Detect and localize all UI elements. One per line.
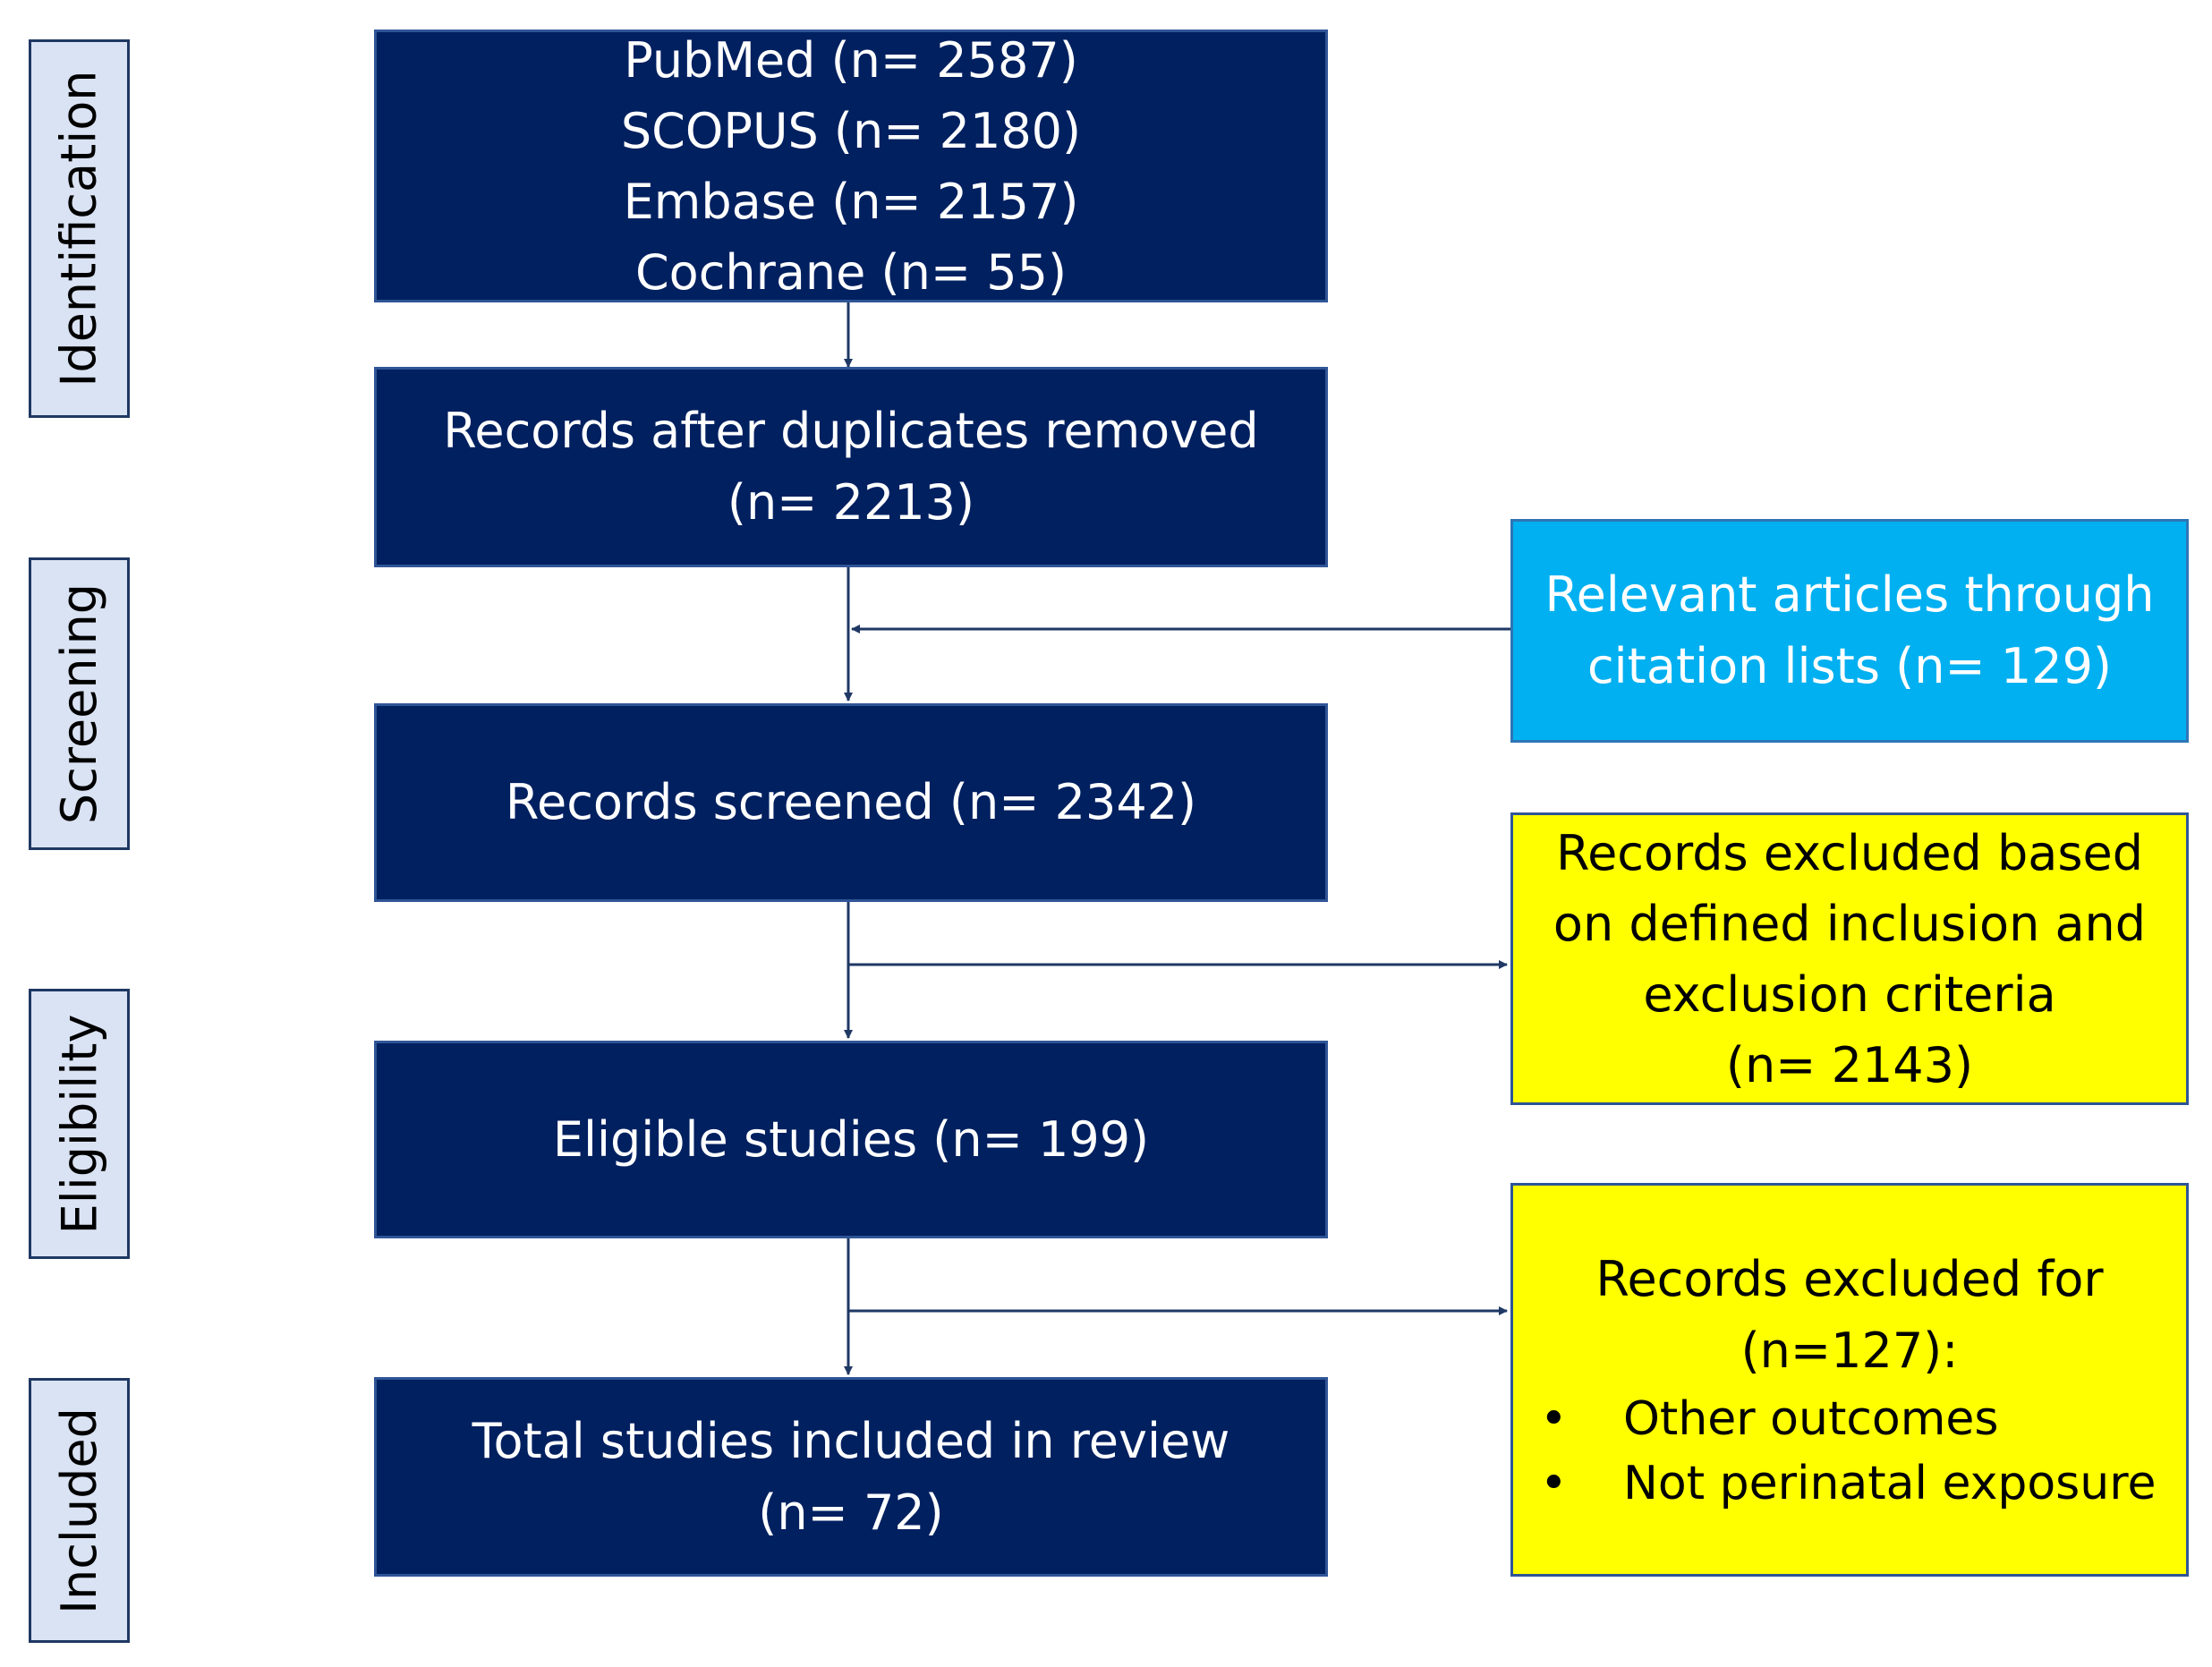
exclusion-reasons-list: Other outcomes Not perinatal exposure <box>1513 1387 2186 1516</box>
records-screened-box: Records screened (n= 2342) <box>374 703 1328 902</box>
excluded-for-count: (n=127): <box>1740 1323 1959 1379</box>
eligible-studies-box: Eligible studies (n= 199) <box>374 1041 1328 1238</box>
citation-lists-line: Relevant articles through <box>1544 566 2155 623</box>
eligible-studies-label: Eligible studies (n= 199) <box>552 1110 1150 1168</box>
excluded-for-label: Records excluded for <box>1595 1251 2104 1307</box>
stage-included: Included <box>29 1378 130 1643</box>
citation-lists-box: Relevant articles through citation lists… <box>1510 519 2189 743</box>
duplicates-removed-count: (n= 2213) <box>727 474 975 531</box>
exclusion-reason-item: Other outcomes <box>1513 1387 2186 1451</box>
excluded-for-box: Records excluded for (n=127): Other outc… <box>1510 1183 2189 1577</box>
excluded-criteria-line: on defined inclusion and <box>1553 895 2147 952</box>
excluded-criteria-box: Records excluded based on defined inclus… <box>1510 812 2189 1105</box>
exclusion-reason-item: Not perinatal exposure <box>1513 1451 2186 1516</box>
databases-box: PubMed (n= 2587) SCOPUS (n= 2180) Embase… <box>374 30 1328 302</box>
stage-eligibility: Eligibility <box>29 989 130 1259</box>
total-included-box: Total studies included in review (n= 72) <box>374 1377 1328 1577</box>
databases-line: PubMed (n= 2587) <box>624 31 1078 89</box>
total-included-count: (n= 72) <box>758 1484 944 1541</box>
duplicates-removed-label: Records after duplicates removed <box>443 403 1259 459</box>
duplicates-removed-box: Records after duplicates removed (n= 221… <box>374 367 1328 567</box>
databases-line: SCOPUS (n= 2180) <box>620 102 1082 159</box>
citation-lists-line: citation lists (n= 129) <box>1587 638 2112 694</box>
total-included-label: Total studies included in review <box>472 1412 1230 1469</box>
stage-screening: Screening <box>29 557 130 850</box>
stage-identification: Identification <box>29 39 130 418</box>
databases-line: Embase (n= 2157) <box>623 173 1079 230</box>
excluded-criteria-line: exclusion criteria <box>1643 965 2056 1023</box>
databases-line: Cochrane (n= 55) <box>634 243 1068 301</box>
excluded-criteria-line: (n= 2143) <box>1725 1036 1974 1093</box>
excluded-criteria-line: Records excluded based <box>1555 824 2143 881</box>
records-screened-label: Records screened (n= 2342) <box>505 774 1197 830</box>
